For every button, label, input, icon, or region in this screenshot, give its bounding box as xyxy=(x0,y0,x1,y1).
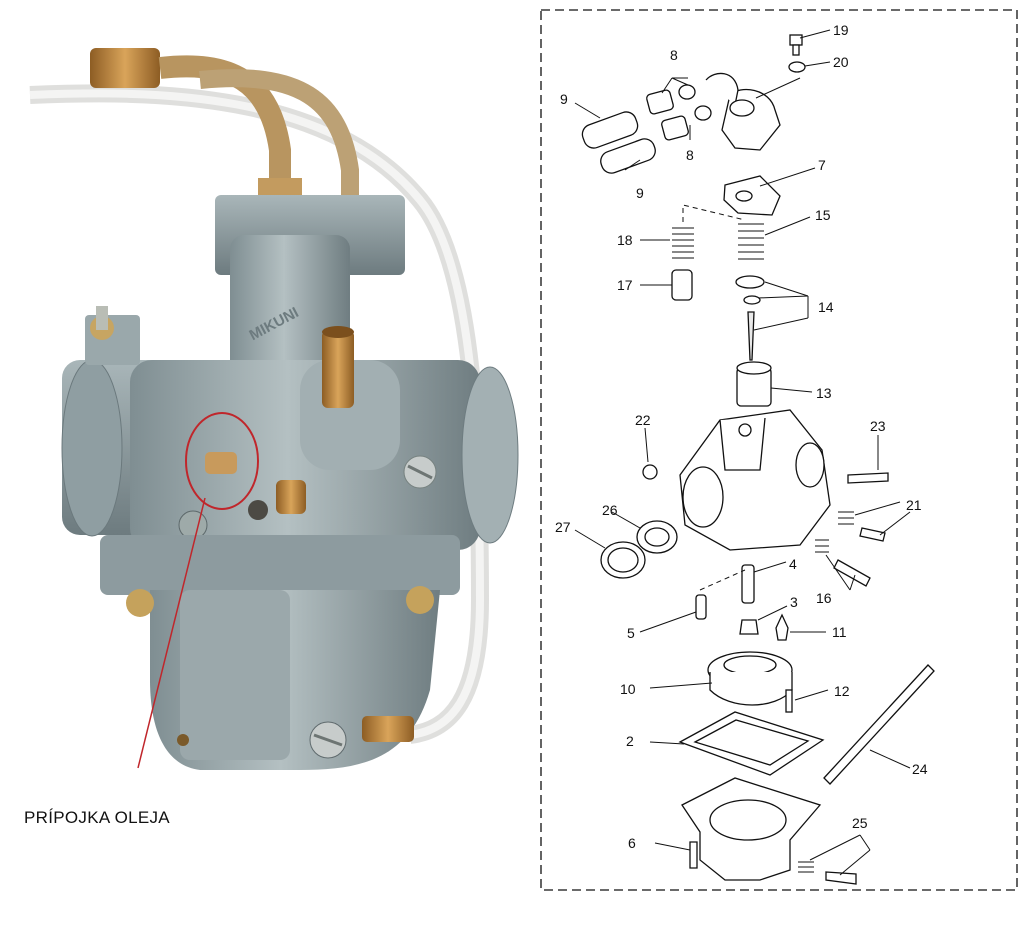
label-27: 27 xyxy=(555,519,571,535)
label-26: 26 xyxy=(602,502,618,518)
part-16-screw xyxy=(833,559,871,587)
oil-port-highlight-circle xyxy=(185,412,259,510)
label-25: 25 xyxy=(852,815,868,831)
label-22: 22 xyxy=(635,412,651,428)
part-16-spring xyxy=(815,539,829,553)
label-16: 16 xyxy=(816,590,832,606)
part-27-ring xyxy=(600,541,646,579)
label-13: 13 xyxy=(816,385,832,401)
oil-connection-caption: PRÍPOJKA OLEJA xyxy=(24,808,170,827)
label-21: 21 xyxy=(906,497,922,513)
label-6: 6 xyxy=(628,835,636,851)
label-23: 23 xyxy=(870,418,886,434)
part-22-nut xyxy=(642,464,658,480)
exploded-parts-diagram: 19 20 8 9 8 9 7 15 18 17 14 13 22 23 21 … xyxy=(540,9,1018,891)
part-top-cover xyxy=(705,72,781,151)
diagram-frame xyxy=(540,9,1018,891)
part-19-screw xyxy=(789,34,803,56)
label-12: 12 xyxy=(834,683,850,699)
part-24-rod xyxy=(823,664,935,785)
part-4-jet xyxy=(741,564,755,604)
label-24: 24 xyxy=(912,761,928,777)
oil-port-pointer-line xyxy=(137,497,206,769)
label-9-top: 9 xyxy=(560,91,568,107)
label-10: 10 xyxy=(620,681,636,697)
label-8-top: 8 xyxy=(670,47,678,63)
label-2: 2 xyxy=(626,733,634,749)
part-18-spring xyxy=(672,227,694,259)
label-15: 15 xyxy=(815,207,831,223)
label-17: 17 xyxy=(617,277,633,293)
part-20-washer xyxy=(788,61,806,73)
label-20: 20 xyxy=(833,54,849,70)
part-9-pipes xyxy=(581,111,656,174)
part-23-screw xyxy=(847,472,889,484)
label-18: 18 xyxy=(617,232,633,248)
part-25-screw xyxy=(825,871,857,885)
part-float-bowl xyxy=(681,777,822,881)
part-15-spring xyxy=(738,223,764,260)
label-11: 11 xyxy=(832,624,847,640)
part-25-spring xyxy=(798,861,814,873)
label-5: 5 xyxy=(627,625,635,641)
part-10-float xyxy=(707,651,793,706)
part-26-ring xyxy=(636,520,678,554)
part-14-clip xyxy=(735,275,765,289)
label-4: 4 xyxy=(789,556,797,572)
label-9-bottom: 9 xyxy=(636,185,644,201)
part-6-screw xyxy=(689,841,698,869)
carburetor-photo: MIKUNI xyxy=(29,48,519,770)
part-14-needle xyxy=(747,311,755,361)
part-8-caps xyxy=(646,84,712,141)
part-11-needle-valve xyxy=(775,613,789,641)
part-carburetor-body xyxy=(679,409,831,551)
label-3: 3 xyxy=(790,594,798,610)
part-12-pin xyxy=(785,689,793,713)
part-3-nut xyxy=(739,619,759,635)
part-21-screw xyxy=(859,527,886,542)
part-21-spring xyxy=(838,511,854,525)
part-5-jet xyxy=(695,594,707,620)
label-8-bottom: 8 xyxy=(686,147,694,163)
label-19: 19 xyxy=(833,22,849,38)
part-17-fitting xyxy=(671,269,693,301)
label-14: 14 xyxy=(818,299,834,315)
leader-lines xyxy=(574,29,911,876)
label-7: 7 xyxy=(818,157,826,173)
part-13-slide xyxy=(736,361,772,407)
